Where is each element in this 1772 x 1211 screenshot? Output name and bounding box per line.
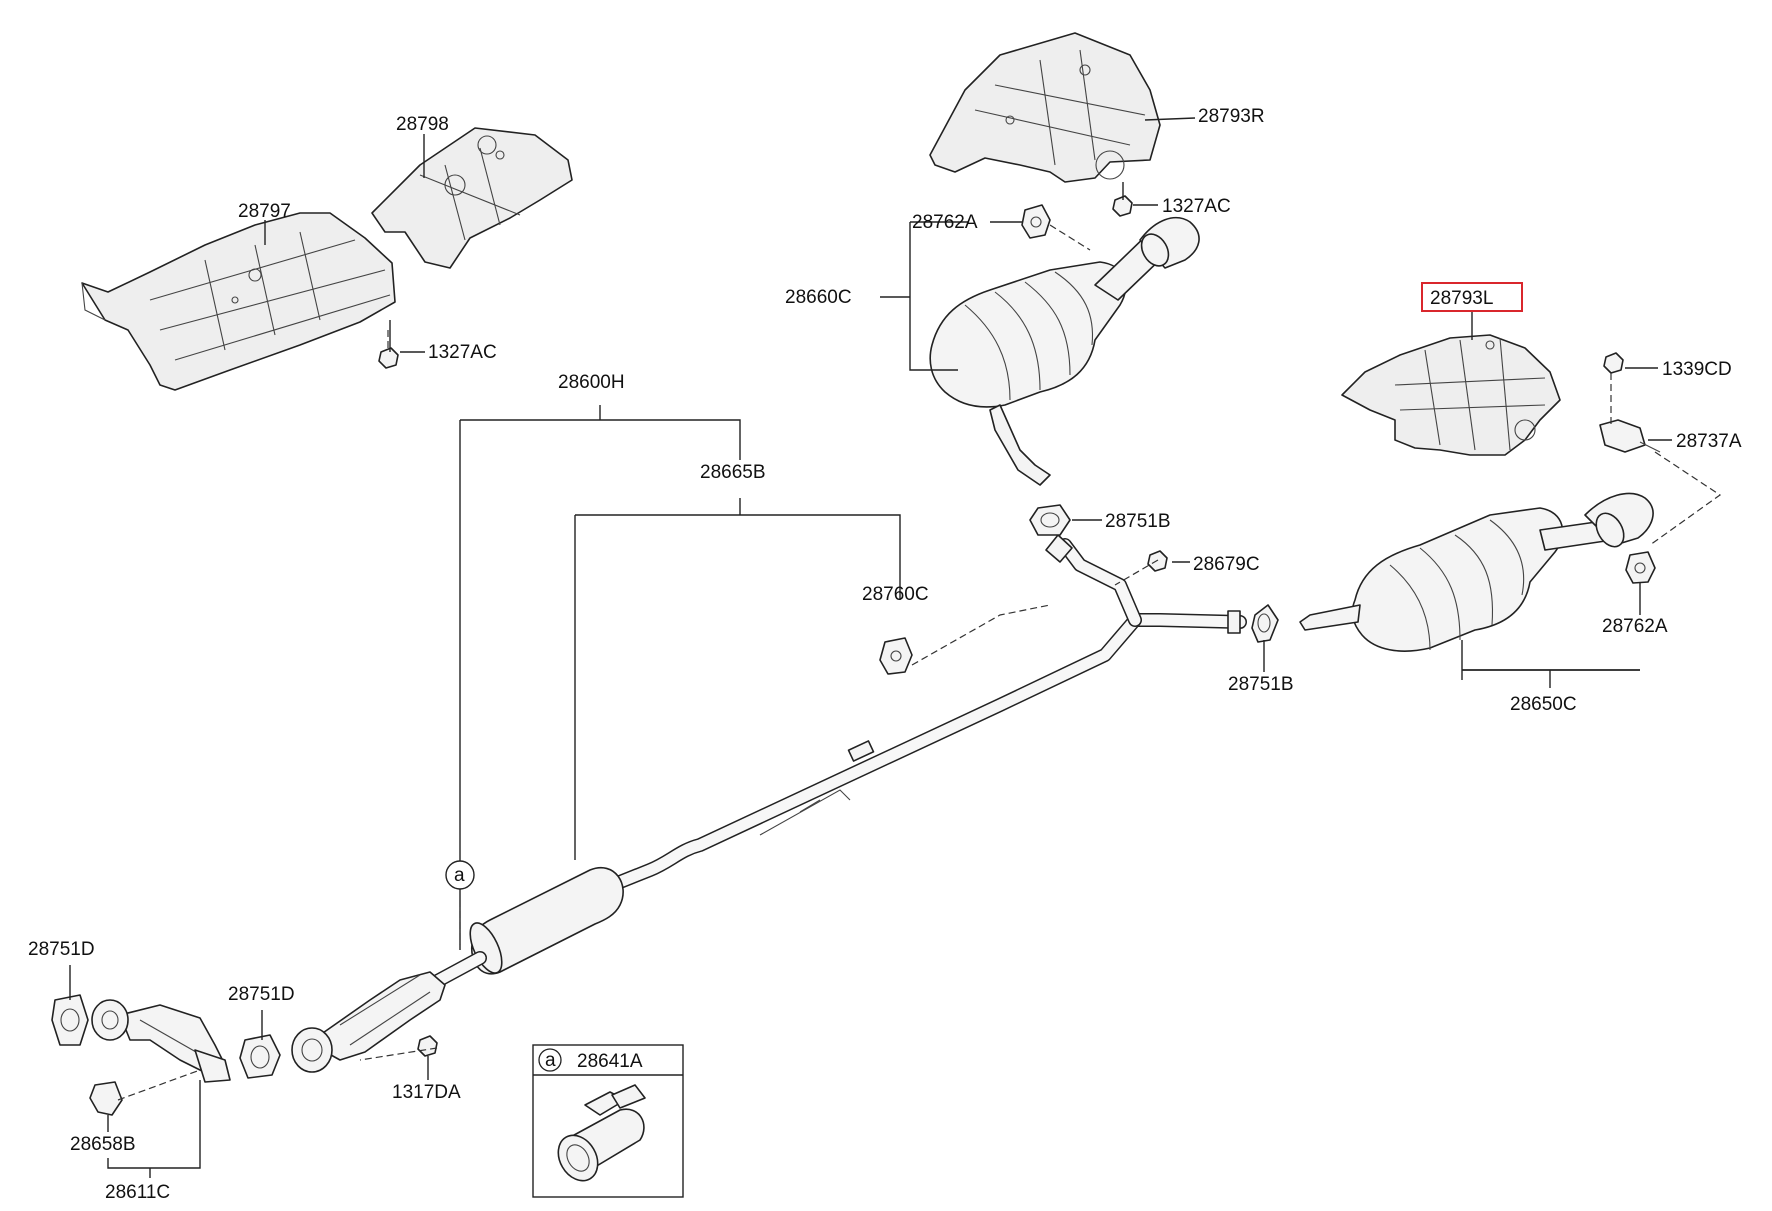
label-28660C[interactable]: 28660C xyxy=(785,287,852,308)
label-1327AC-left[interactable]: 1327AC xyxy=(428,342,497,363)
heat-shield-28798 xyxy=(371,127,573,269)
label-28737A[interactable]: 28737A xyxy=(1676,431,1742,452)
label-28760C[interactable]: 28760C xyxy=(862,584,929,605)
part-labels: 28798 28797 1327AC 28793R 1327AC 28762A … xyxy=(28,106,1742,1203)
bracket-28737A xyxy=(1599,419,1661,453)
catalytic-converter xyxy=(291,971,446,1073)
inset-key-circle xyxy=(538,1048,562,1072)
callout-a-circle xyxy=(445,860,475,890)
highlight-box-28793L xyxy=(1421,282,1523,312)
label-28798[interactable]: 28798 xyxy=(396,114,449,135)
label-28665B[interactable]: 28665B xyxy=(700,462,766,483)
label-28658B[interactable]: 28658B xyxy=(70,1134,136,1155)
callout-a-letter: a xyxy=(454,865,465,886)
label-28679C[interactable]: 28679C xyxy=(1193,554,1260,575)
nut-1317DA xyxy=(417,1035,438,1057)
label-28797[interactable]: 28797 xyxy=(238,201,291,222)
label-28650C[interactable]: 28650C xyxy=(1510,694,1577,715)
nut-1339CD xyxy=(1603,352,1624,374)
heat-shield-28793R xyxy=(929,32,1161,183)
hanger-28762A-right xyxy=(1625,551,1656,584)
label-1339CD[interactable]: 1339CD xyxy=(1662,359,1732,380)
rear-muffler-28650C xyxy=(1299,492,1654,652)
inset-key-letter: a xyxy=(545,1050,556,1071)
label-28793R[interactable]: 28793R xyxy=(1198,106,1265,127)
inset-clamp-28641A: a 28641A xyxy=(532,1044,684,1198)
label-28762A-top[interactable]: 28762A xyxy=(912,212,978,233)
nut-1327AC-right xyxy=(1112,195,1133,217)
gasket-28751D-left xyxy=(51,994,89,1046)
label-28611C[interactable]: 28611C xyxy=(105,1182,170,1203)
leader-lines xyxy=(69,117,1722,1178)
label-28751D-mid[interactable]: 28751D xyxy=(228,984,295,1005)
heat-shield-28793L xyxy=(1341,334,1561,456)
clamp-drawing xyxy=(557,1084,646,1182)
hanger-28762A-top xyxy=(1021,204,1051,239)
label-28641A[interactable]: 28641A xyxy=(577,1051,643,1072)
label-1317DA[interactable]: 1317DA xyxy=(392,1082,461,1103)
heat-shield-28797 xyxy=(81,212,396,391)
main-pipe-28600H xyxy=(593,534,1247,897)
label-28793L[interactable]: 28793L xyxy=(1430,288,1493,309)
gasket-28751B-upper xyxy=(1029,504,1071,536)
gasket-28751D-mid xyxy=(239,1034,281,1079)
gasket-28658B xyxy=(89,1081,123,1116)
label-28600H[interactable]: 28600H xyxy=(558,372,625,393)
label-28762A-right[interactable]: 28762A xyxy=(1602,616,1668,637)
rear-muffler-28660C xyxy=(929,216,1200,486)
front-pipe-28611C xyxy=(91,999,231,1083)
nut-1327AC-left xyxy=(378,347,399,369)
label-28751B-upper[interactable]: 28751B xyxy=(1105,511,1171,532)
nut-28679C xyxy=(1147,550,1168,572)
hanger-28760C xyxy=(879,637,913,675)
label-28751D-left[interactable]: 28751D xyxy=(28,939,95,960)
label-28751B-lower[interactable]: 28751B xyxy=(1228,674,1294,695)
label-1327AC-right[interactable]: 1327AC xyxy=(1162,196,1231,217)
gasket-28751B-lower xyxy=(1251,604,1279,643)
